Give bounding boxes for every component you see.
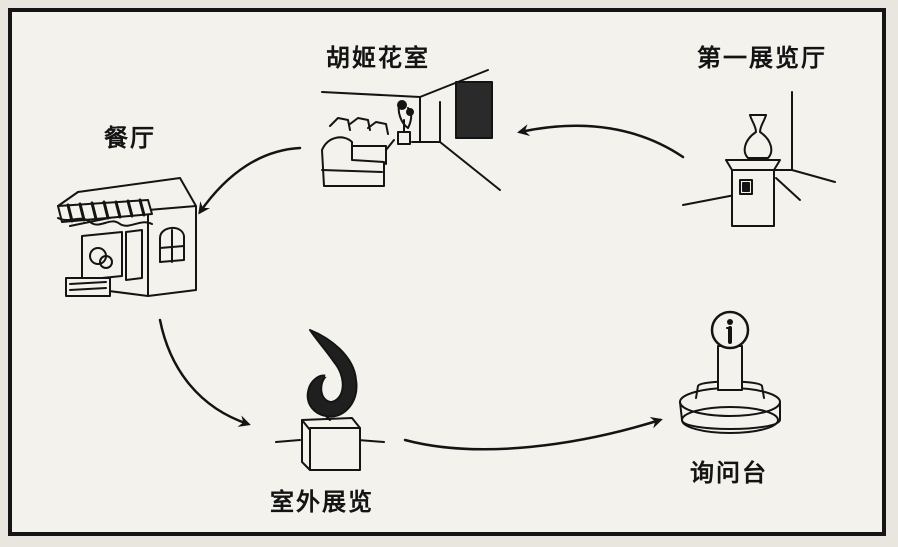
label-info: 询问台 xyxy=(690,459,768,487)
label-greenhouse: 胡姬花室 xyxy=(326,44,430,72)
information-desk-icon xyxy=(679,310,781,434)
label-outdoor: 室外展览 xyxy=(270,488,374,516)
label-hall1: 第一展览厅 xyxy=(697,44,827,72)
vase-on-pedestal-icon xyxy=(682,91,836,227)
arrow-greenhouse-to-restaurant xyxy=(198,146,302,215)
lounge-room-icon xyxy=(321,69,501,191)
shop-building-icon xyxy=(57,177,197,297)
label-restaurant: 餐厅 xyxy=(104,124,156,152)
arrow-restaurant-to-outdoor xyxy=(158,318,251,427)
sculpture-icon xyxy=(275,329,385,471)
arrow-outdoor-to-info xyxy=(403,416,663,451)
arrow-hall1-to-greenhouse xyxy=(517,124,685,159)
